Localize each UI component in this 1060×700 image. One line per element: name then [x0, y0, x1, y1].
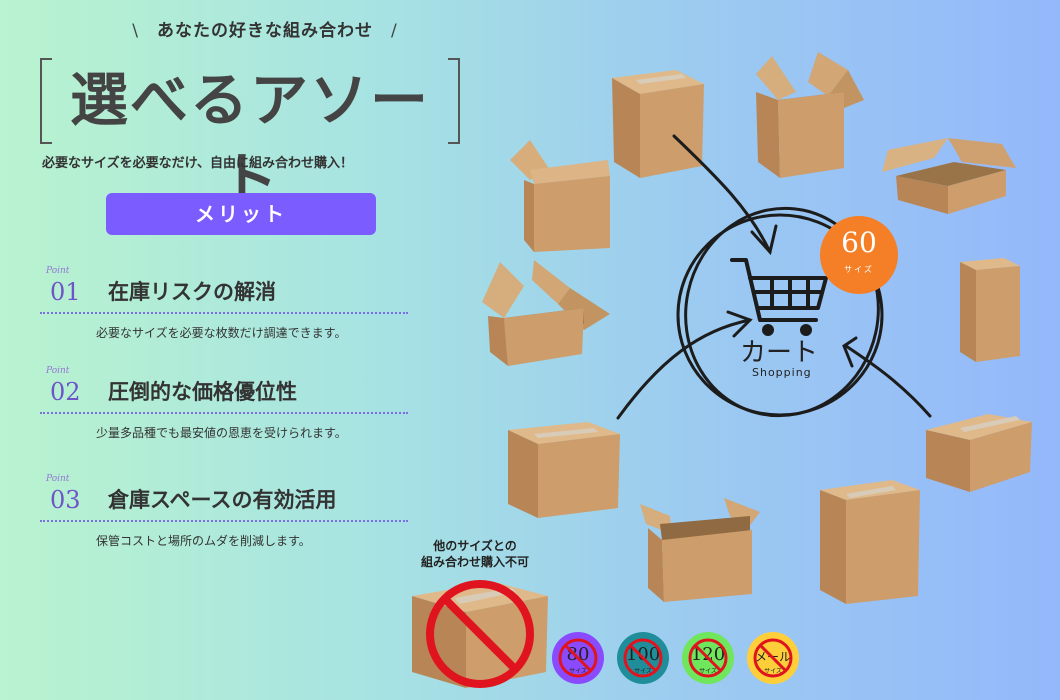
- point-description: 必要なサイズを必要な枚数だけ調達できます。: [96, 326, 347, 340]
- chip-unit: サイズ: [569, 668, 587, 675]
- chip-unit: サイズ: [699, 668, 717, 675]
- size-value: 60: [841, 226, 877, 259]
- cardboard-box-icon: [926, 414, 1032, 492]
- size-unit: サイズ: [844, 265, 874, 274]
- bracket-right: [448, 58, 460, 144]
- cart-sublabel: Shopping: [752, 366, 812, 379]
- size-120-chip: 120 サイズ: [682, 632, 734, 684]
- slash-left-icon: \: [132, 21, 139, 41]
- bracket-left: [40, 58, 52, 144]
- point-number: 03: [50, 486, 81, 514]
- point-script: Point: [46, 366, 70, 376]
- point-number: 01: [50, 278, 81, 306]
- tagline: \ あなたの好きな組み合わせ /: [100, 16, 430, 41]
- size-80-chip: 80 サイズ: [552, 632, 604, 684]
- dotted-divider: [40, 412, 408, 414]
- tall-box-icon: [820, 480, 920, 604]
- point-description: 少量多品種でも最安値の恩恵を受けられます。: [96, 426, 347, 440]
- no-other-sizes-note: 他のサイズとの 組み合わせ購入不可: [410, 538, 540, 570]
- open-box-icon: [640, 498, 760, 602]
- chip-value: 80: [566, 644, 590, 665]
- dotted-divider: [40, 312, 408, 314]
- cardboard-box-icon: [510, 140, 610, 252]
- size-100-chip: 100 サイズ: [617, 632, 669, 684]
- prohibited-icon: [558, 638, 598, 678]
- merit-button[interactable]: メリット: [106, 193, 376, 235]
- point-description: 保管コストと場所のムダを削減します。: [96, 534, 311, 548]
- open-box-icon: [482, 260, 610, 366]
- subtitle: 必要なサイズを必要なだけ、自由に組み合わせ購入！: [42, 156, 353, 171]
- cart-label: カート: [740, 338, 819, 368]
- prohibited-icon: [753, 638, 793, 678]
- tall-box-icon: [960, 258, 1020, 362]
- prohibited-icon: [623, 638, 663, 678]
- open-box-icon: [756, 52, 864, 178]
- size-mail-chip: メール サイズ: [747, 632, 799, 684]
- no-other-line-1: 他のサイズとの: [433, 539, 517, 553]
- cart-circle-drawing: [616, 134, 932, 420]
- chip-unit: サイズ: [634, 668, 652, 675]
- shopping-cart-icon: [730, 258, 828, 322]
- point-script: Point: [46, 266, 70, 276]
- prohibited-box-icon: [412, 580, 548, 688]
- chip-unit: サイズ: [764, 668, 782, 675]
- point-title: 圧倒的な価格優位性: [108, 379, 297, 404]
- point-number: 02: [50, 378, 81, 406]
- tagline-text: あなたの好きな組み合わせ: [157, 21, 373, 41]
- point-title: 在庫リスクの解消: [108, 279, 276, 304]
- dotted-divider: [40, 520, 408, 522]
- prohibited-icon: [688, 638, 728, 678]
- cardboard-box-icon: [612, 70, 704, 178]
- point-script: Point: [46, 474, 70, 484]
- slash-right-icon: /: [391, 21, 398, 41]
- point-title: 倉庫スペースの有効活用: [108, 487, 337, 512]
- headline: 選べるアソート: [69, 66, 430, 214]
- cardboard-box-icon: [508, 422, 620, 518]
- size-60-badge: 60 サイズ: [820, 216, 898, 294]
- no-other-line-2: 組み合わせ購入不可: [420, 555, 529, 569]
- open-flat-box-icon: [882, 138, 1016, 214]
